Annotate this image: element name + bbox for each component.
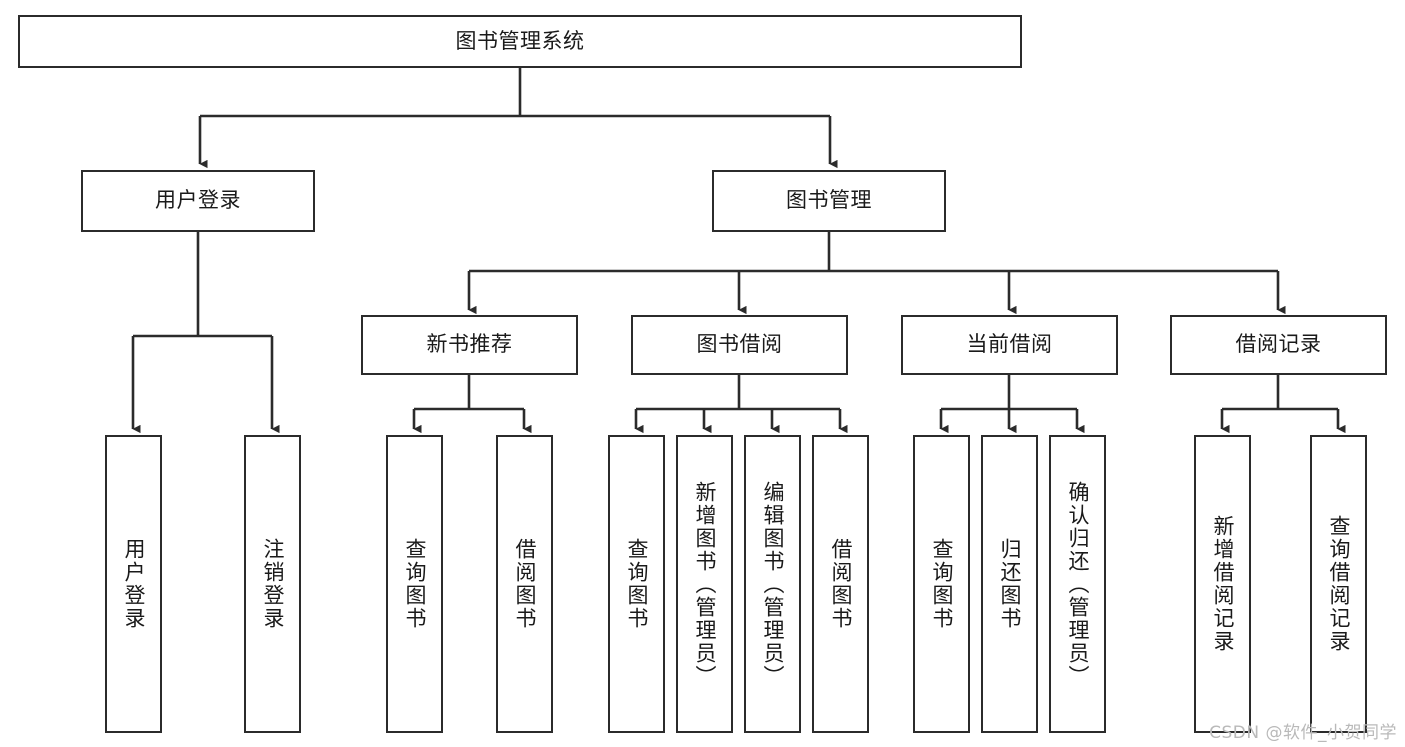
node-label: 图书借阅 — [696, 332, 783, 357]
node-new-book-recommend[interactable]: 新书推荐 — [361, 315, 578, 375]
leaf-new-book-query[interactable]: 查询图书 — [386, 435, 443, 733]
node-label: 查询图书 — [929, 538, 954, 630]
node-user-login[interactable]: 用户登录 — [81, 170, 315, 232]
leaf-user-login-login[interactable]: 用户登录 — [105, 435, 162, 733]
node-label: 查询图书 — [624, 538, 649, 630]
node-label: 借阅图书 — [512, 538, 537, 630]
node-label: 图书管理 — [786, 188, 872, 213]
node-label: 图书管理系统 — [455, 28, 585, 53]
node-label: 用户登录 — [155, 188, 241, 213]
node-label: 确认归还（管理员） — [1065, 480, 1090, 688]
node-label: 查询借阅记录 — [1326, 515, 1351, 653]
leaf-book-borrow-query[interactable]: 查询图书 — [608, 435, 665, 733]
node-current-borrow[interactable]: 当前借阅 — [901, 315, 1118, 375]
leaf-borrow-record-query[interactable]: 查询借阅记录 — [1310, 435, 1367, 733]
node-book-borrow[interactable]: 图书借阅 — [631, 315, 848, 375]
leaf-user-login-logout[interactable]: 注销登录 — [244, 435, 301, 733]
node-label: 用户登录 — [121, 538, 146, 630]
node-label: 当前借阅 — [966, 332, 1053, 357]
leaf-new-book-borrow[interactable]: 借阅图书 — [496, 435, 553, 733]
leaf-book-borrow-add[interactable]: 新增图书（管理员） — [676, 435, 733, 733]
node-label: 归还图书 — [997, 538, 1022, 630]
node-label: 编辑图书（管理员） — [760, 480, 785, 688]
node-label: 新书推荐 — [426, 332, 513, 357]
node-book-management[interactable]: 图书管理 — [712, 170, 946, 232]
node-root-book-management-system[interactable]: 图书管理系统 — [18, 15, 1022, 68]
node-borrow-record[interactable]: 借阅记录 — [1170, 315, 1387, 375]
leaf-current-borrow-return[interactable]: 归还图书 — [981, 435, 1038, 733]
node-label: 新增借阅记录 — [1210, 515, 1235, 653]
node-label: 新增图书（管理员） — [692, 480, 717, 688]
node-label: 注销登录 — [260, 538, 285, 630]
leaf-current-borrow-confirm-return[interactable]: 确认归还（管理员） — [1049, 435, 1106, 733]
node-label: 借阅图书 — [828, 538, 853, 630]
leaf-book-borrow-edit[interactable]: 编辑图书（管理员） — [744, 435, 801, 733]
node-label: 借阅记录 — [1235, 332, 1322, 357]
node-label: 查询图书 — [402, 538, 427, 630]
leaf-current-borrow-query[interactable]: 查询图书 — [913, 435, 970, 733]
leaf-book-borrow-borrow[interactable]: 借阅图书 — [812, 435, 869, 733]
leaf-borrow-record-add[interactable]: 新增借阅记录 — [1194, 435, 1251, 733]
